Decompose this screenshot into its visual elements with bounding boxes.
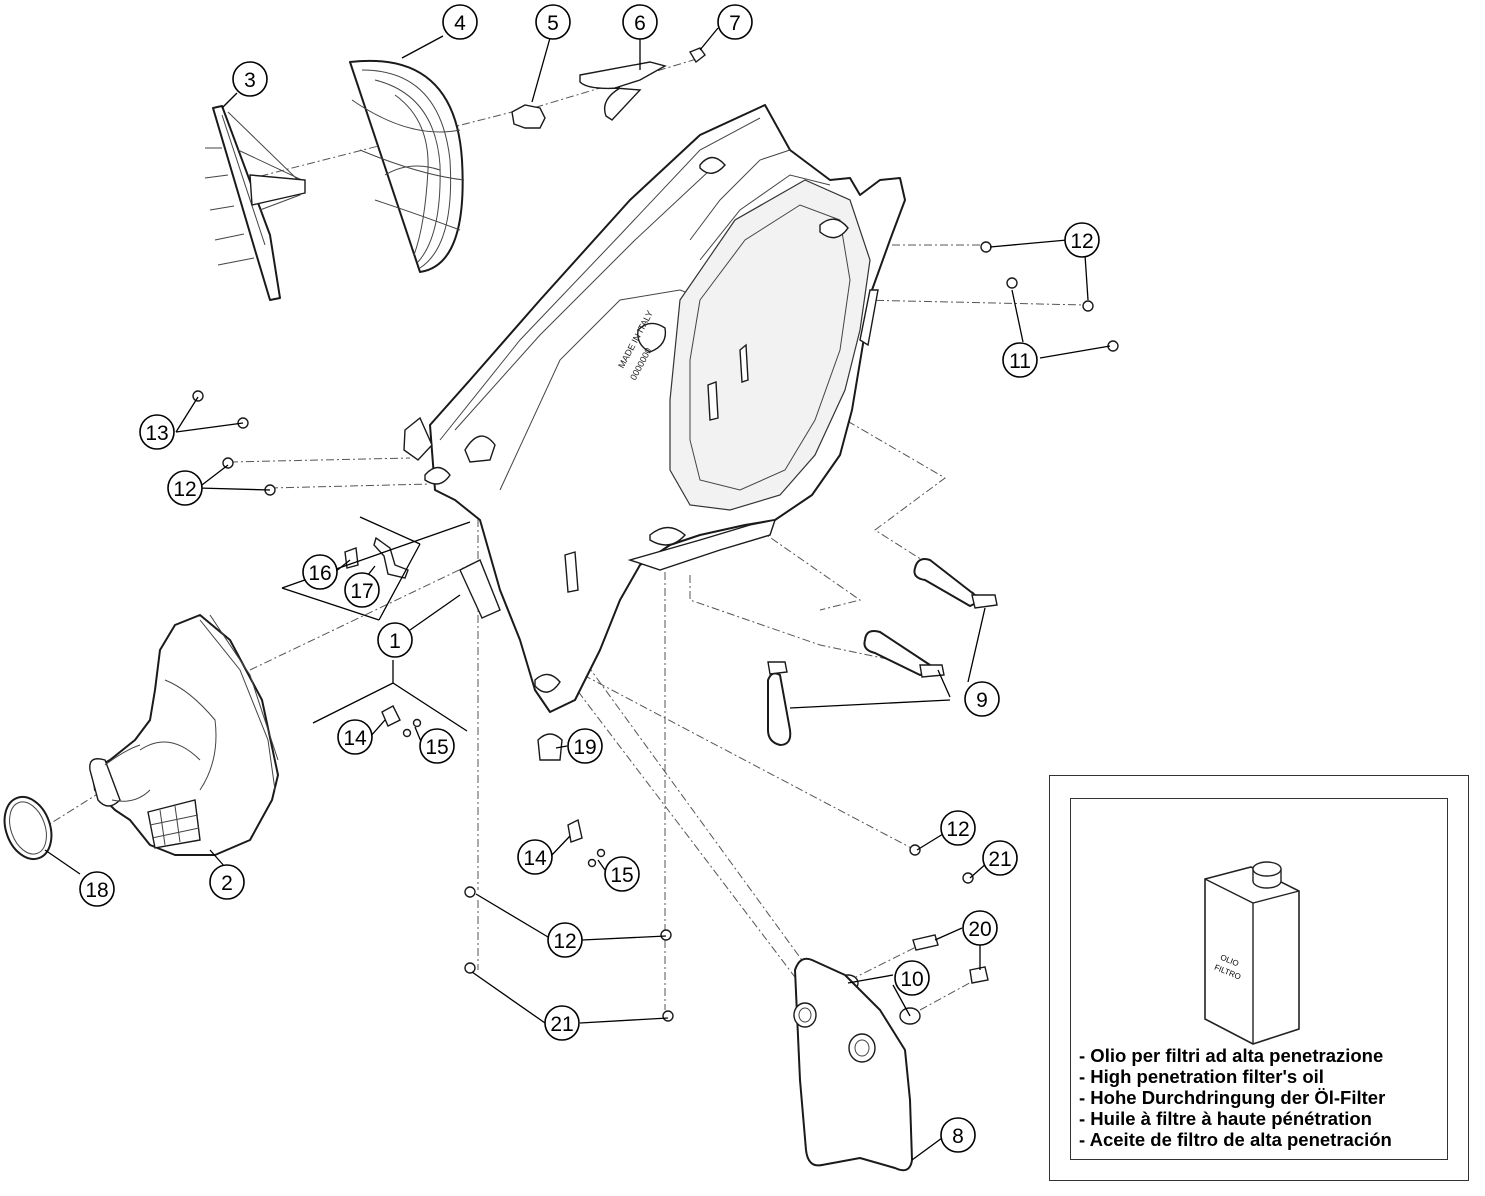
callout-12-c: 12 bbox=[940, 810, 976, 846]
air-filter-element bbox=[349, 59, 465, 273]
callout-14-b: 14 bbox=[517, 839, 553, 875]
callout-21-b: 21 bbox=[544, 1005, 580, 1041]
callout-8: 8 bbox=[940, 1117, 976, 1153]
intake-boot bbox=[89, 614, 279, 856]
callout-3: 3 bbox=[232, 61, 268, 97]
svg-text:21: 21 bbox=[550, 1013, 573, 1036]
callout-15-a: 15 bbox=[419, 728, 455, 764]
callout-9: 9 bbox=[964, 681, 1000, 717]
oil-note-line-de: - Hohe Durchdringung der Öl-Filter bbox=[1079, 1087, 1386, 1108]
callout-13: 13 bbox=[139, 414, 175, 450]
callout-17: 17 bbox=[344, 572, 380, 608]
oil-note-lines: - Olio per filtri ad alta penetrazione -… bbox=[1079, 1045, 1392, 1150]
callout-5: 5 bbox=[535, 4, 571, 40]
callout-12-d: 12 bbox=[547, 922, 583, 958]
svg-text:12: 12 bbox=[1070, 230, 1093, 253]
svg-text:11: 11 bbox=[1009, 350, 1031, 373]
svg-text:10: 10 bbox=[900, 968, 923, 991]
callout-14-a: 14 bbox=[337, 719, 373, 755]
small-parts-top bbox=[511, 47, 706, 129]
svg-text:14: 14 bbox=[523, 847, 547, 870]
svg-text:8: 8 bbox=[952, 1125, 964, 1148]
oil-note-line-en: - High penetration filter's oil bbox=[1079, 1066, 1324, 1087]
oil-note-line-fr: - Huile à filtre à haute pénétration bbox=[1079, 1108, 1372, 1129]
callout-19: 19 bbox=[567, 728, 603, 764]
svg-text:12: 12 bbox=[173, 478, 196, 501]
callout-18: 18 bbox=[79, 871, 115, 907]
callout-2: 2 bbox=[209, 864, 245, 900]
svg-text:18: 18 bbox=[85, 879, 108, 902]
svg-text:7: 7 bbox=[729, 12, 741, 35]
svg-text:14: 14 bbox=[343, 727, 367, 750]
filter-cage bbox=[204, 105, 306, 301]
oil-can-icon: OLIO FILTRO bbox=[1204, 861, 1300, 1045]
svg-text:19: 19 bbox=[573, 736, 596, 759]
oil-note-line-it: - Olio per filtri ad alta penetrazione bbox=[1079, 1045, 1384, 1066]
oil-note-line-es: - Aceite de filtro de alta penetración bbox=[1079, 1129, 1392, 1150]
callout-11: 11 bbox=[1002, 342, 1038, 378]
oil-note-frame: OLIO FILTRO - Olio per filtri ad alta pe… bbox=[1070, 798, 1448, 1160]
callout-15-b: 15 bbox=[604, 856, 640, 892]
svg-text:12: 12 bbox=[946, 818, 969, 841]
callout-20: 20 bbox=[962, 910, 998, 946]
svg-text:15: 15 bbox=[610, 864, 633, 887]
mud-guard bbox=[793, 957, 913, 1172]
callout-16: 16 bbox=[302, 554, 338, 590]
callout-12-b: 12 bbox=[167, 470, 203, 506]
leader-lines bbox=[44, 27, 1111, 1161]
hose-clamp bbox=[3, 796, 53, 860]
svg-text:17: 17 bbox=[350, 580, 373, 603]
svg-text:16: 16 bbox=[308, 562, 331, 585]
airbox-housing: MADE IN ITALY 0000000 bbox=[403, 104, 906, 713]
svg-text:15: 15 bbox=[425, 736, 448, 759]
svg-text:13: 13 bbox=[145, 422, 168, 445]
callout-7: 7 bbox=[717, 4, 753, 40]
svg-text:20: 20 bbox=[968, 918, 991, 941]
oil-note-box: OLIO FILTRO - Olio per filtri ad alta pe… bbox=[1049, 775, 1469, 1181]
svg-text:4: 4 bbox=[454, 12, 466, 35]
callout-10: 10 bbox=[894, 960, 930, 996]
svg-text:3: 3 bbox=[244, 69, 256, 92]
svg-text:21: 21 bbox=[988, 848, 1011, 871]
svg-text:12: 12 bbox=[553, 930, 576, 953]
svg-text:9: 9 bbox=[976, 689, 988, 712]
callout-6: 6 bbox=[622, 4, 658, 40]
svg-text:6: 6 bbox=[634, 12, 646, 35]
callout-1: 1 bbox=[377, 622, 413, 658]
callout-21-a: 21 bbox=[982, 840, 1018, 876]
svg-text:1: 1 bbox=[389, 630, 401, 653]
callout-4: 4 bbox=[442, 4, 478, 40]
svg-text:2: 2 bbox=[221, 872, 233, 895]
svg-text:5: 5 bbox=[547, 12, 559, 35]
rubber-straps bbox=[767, 558, 998, 746]
callout-12-a: 12 bbox=[1064, 222, 1100, 258]
